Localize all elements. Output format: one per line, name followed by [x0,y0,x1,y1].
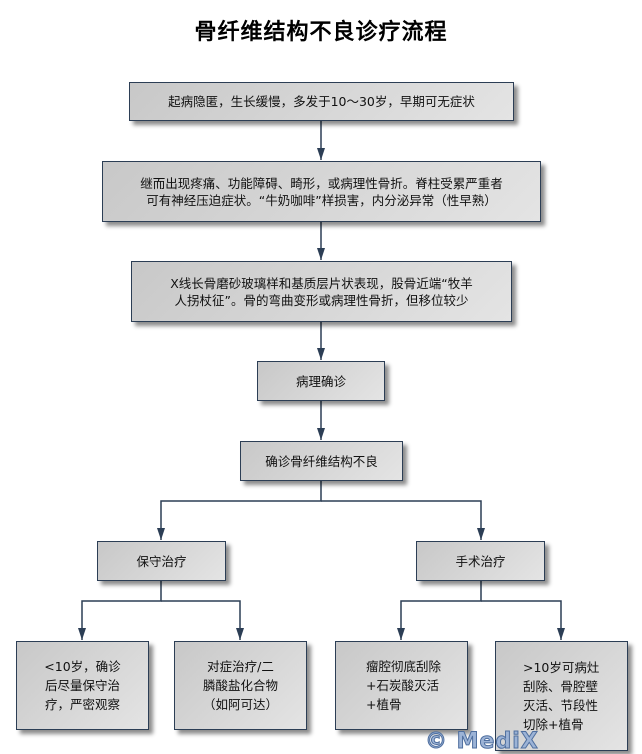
node-xray: X线长骨磨砂玻璃样和基质层片状表现，股骨近端“牧羊 人拐杖征”。骨的弯曲变形或病… [131,261,512,322]
node-cons-symptomatic-line-3: （如阿可达） [202,697,278,712]
node-cons-observe: <10岁，确诊 后尽量保守治 疗，严密观察 [16,641,149,730]
node-symptoms: 继而出现疼痛、功能障碍、畸形，或病理性骨折。脊柱受累严重者 可有神经压迫症状。“… [102,161,541,222]
arrowhead-icon [157,528,165,540]
arrow-conservative-to-observe [81,581,162,640]
node-surgery-text: 手术治疗 [455,553,506,569]
node-pathology: 病理确诊 [257,361,385,401]
arrow-diagnosis-to-conservative [160,481,322,540]
node-cons-symptomatic-line-2: 膦酸盐化合物 [202,678,278,693]
arrowhead-icon [317,148,325,160]
node-xray-line-2: 人拐杖征”。骨的弯曲变形或病理性骨折，但移位较少 [174,292,469,308]
node-surg-resection-line-1: >10岁可病灶 [523,660,600,675]
arrowhead-icon [317,348,325,360]
arrowhead-icon [236,628,244,640]
node-symptoms-line-2: 可有神经压迫症状。“牛奶咖啡”样损害，内分泌异常（性早熟） [146,192,497,208]
node-surg-curettage-line-2: +石炭酸灭活 [366,678,439,693]
arrowhead-icon [477,528,485,540]
arrowhead-icon [397,628,405,640]
node-surg-curettage-line-1: 瘤腔彻底刮除 [366,659,442,674]
arrowhead-icon [317,428,325,440]
arrow-surgery-to-curettage [400,581,482,640]
node-onset-text: 起病隐匿，生长缓慢，多发于10～30岁，早期可无症状 [168,94,475,109]
watermark-logo: © MediX [425,729,539,754]
node-onset: 起病隐匿，生长缓慢，多发于10～30岁，早期可无症状 [129,82,514,121]
node-xray-line-1: X线长骨磨砂玻璃样和基质层片状表现，股骨近端“牧羊 [170,275,473,291]
node-surg-resection-line-2: 刮除、骨腔壁 [523,679,599,694]
node-cons-symptomatic: 对症治疗/二 膦酸盐化合物 （如阿可达） [174,641,307,730]
node-diagnosis: 确诊骨纤维结构不良 [240,441,403,481]
node-surg-resection-line-4: 切除+植骨 [523,717,584,732]
arrow-diagnosis-to-surgery [321,500,482,540]
arrow-conservative-to-symptomatic [161,600,241,640]
node-cons-observe-line-3: 疗，严密观察 [44,697,120,712]
node-conservative-text: 保守治疗 [136,553,187,569]
arrowhead-icon [78,628,86,640]
node-conservative: 保守治疗 [97,541,226,581]
node-surg-resection-line-3: 灭活、节段性 [523,698,599,713]
node-surgery: 手术治疗 [416,541,545,581]
node-surg-resection: >10岁可病灶 刮除、骨腔壁 灭活、节段性 切除+植骨 [495,641,628,751]
node-pathology-text: 病理确诊 [295,373,346,389]
arrowhead-icon [557,628,565,640]
arrow-surgery-to-resection [481,600,562,640]
arrowhead-icon [317,248,325,260]
diagram-title: 骨纤维结构不良诊疗流程 [194,20,448,45]
node-cons-observe-line-2: 后尽量保守治 [44,678,120,693]
node-surg-curettage: 瘤腔彻底刮除 +石炭酸灭活 +植骨 [335,641,468,730]
node-surg-curettage-line-3: +植骨 [366,697,402,712]
node-cons-symptomatic-line-1: 对症治疗/二 [207,659,274,674]
node-cons-observe-line-1: <10岁，确诊 [44,659,121,674]
node-diagnosis-text: 确诊骨纤维结构不良 [265,453,378,469]
node-symptoms-line-1: 继而出现疼痛、功能障碍、畸形，或病理性骨折。脊柱受累严重者 [140,175,503,191]
